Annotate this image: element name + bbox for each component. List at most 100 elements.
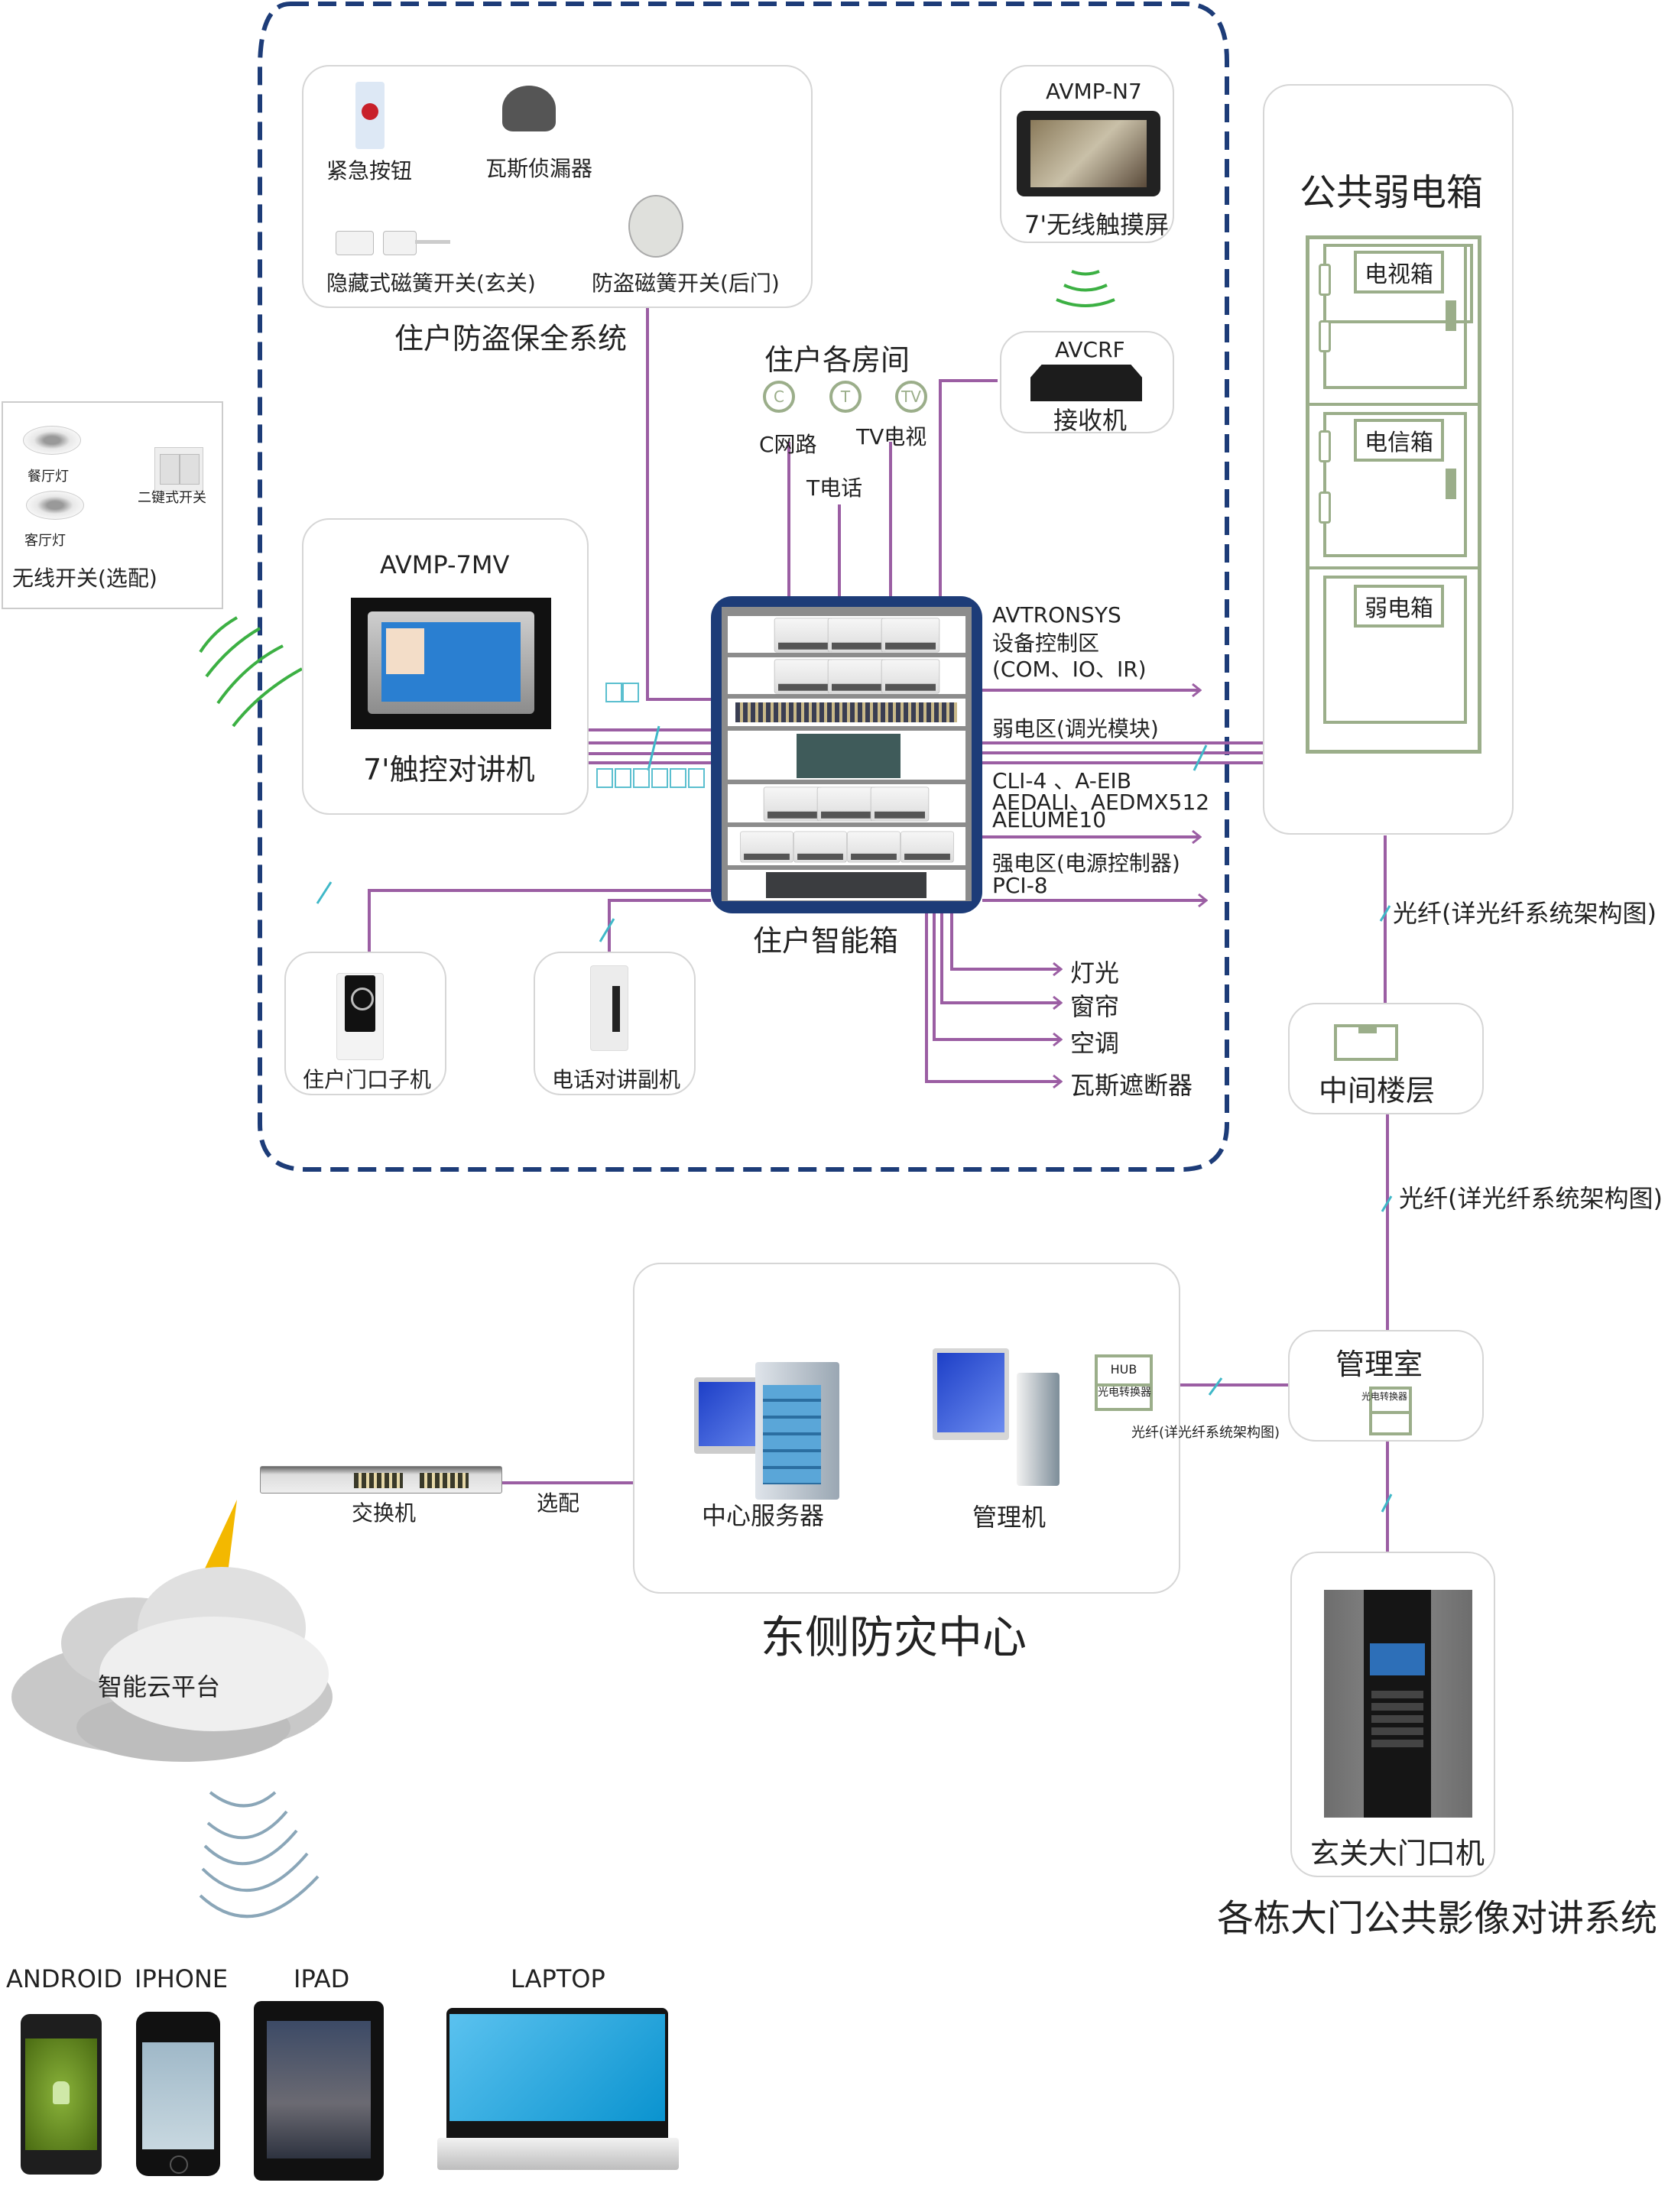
receiver-device-icon xyxy=(1030,365,1142,401)
disaster-center-title: 东侧防灾中心 xyxy=(761,1611,1027,1663)
receiver-card: AVCRF 接收机 xyxy=(1000,331,1174,435)
connector-box xyxy=(622,683,639,702)
control-module-shelf xyxy=(728,657,965,694)
touchscreen-label: 7'无线触摸屏 xyxy=(1024,210,1170,239)
hub-converter-label: 光电转换器 xyxy=(1098,1387,1151,1399)
power-controller-shelf xyxy=(728,870,965,900)
smart-box-label: 住户智能箱 xyxy=(753,924,899,958)
cloud-platform-label: 智能云平台 xyxy=(98,1672,221,1701)
dimmer-shelf xyxy=(728,731,965,780)
switch-optional-label: 选配 xyxy=(537,1490,580,1516)
two-gang-switch-label: 二键式开关 xyxy=(138,490,206,506)
telecom-cabinet-label: 电信箱 xyxy=(1354,419,1444,462)
device-label-ipad: IPAD xyxy=(294,1964,350,1993)
dining-light-icon xyxy=(23,426,81,455)
public-weak-current-box-card: 公共弱电箱 电视箱 电信箱 弱电箱 xyxy=(1263,84,1514,835)
tv-jack-icon: TV xyxy=(895,381,927,413)
gas-detector-icon xyxy=(502,86,556,131)
network-jack-icon: C xyxy=(763,381,795,413)
circuit-board-icon xyxy=(1334,1024,1398,1061)
rooms-title: 住户各房间 xyxy=(764,343,910,377)
fiber-label-lower: 光纤(详光纤系统架构图) xyxy=(1399,1184,1663,1213)
android-phone-icon xyxy=(21,2014,102,2175)
switch-label: 交换机 xyxy=(352,1500,417,1526)
control-zone-name: 设备控制区 xyxy=(992,631,1100,656)
hidden-reed-switch-icon xyxy=(336,231,450,255)
output-curtain: 窗帘 xyxy=(1070,992,1120,1021)
control-zone-brand: AVTRONSYS xyxy=(992,602,1121,628)
control-module-shelf xyxy=(728,827,965,865)
wireless-switch-title: 无线开关(选配) xyxy=(12,566,157,591)
network-line-label: C网路 xyxy=(759,432,817,457)
weak-zone-models-1: CLI-4 、A-EIB xyxy=(992,768,1132,793)
management-converter-box: 光电转换器 xyxy=(1361,1387,1412,1435)
laptop-icon xyxy=(437,2008,679,2180)
smart-box-rack xyxy=(711,596,982,913)
phone-extension-card: 电话对讲副机 xyxy=(534,952,696,1095)
entrance-unit-label: 玄关大门口机 xyxy=(1310,1837,1485,1870)
hidden-reed-switch-label: 隐藏式磁簧开关(玄关) xyxy=(326,271,536,296)
middle-floor-card: 中间楼层 xyxy=(1288,1003,1484,1114)
management-room-card: 管理室 光电转换器 xyxy=(1288,1330,1484,1442)
management-converter-label: 光电转换器 xyxy=(1361,1391,1407,1402)
anti-theft-reed-switch-label: 防盗磁簧开关(后门) xyxy=(592,271,780,296)
gas-detector-label: 瓦斯侦漏器 xyxy=(485,156,593,181)
touchscreen-model: AVMP-N7 xyxy=(1046,79,1142,104)
server-icon xyxy=(694,1362,862,1507)
control-zone-ports: (COM、IO、IR) xyxy=(992,657,1147,682)
iphone-icon xyxy=(136,2012,220,2176)
device-label-android: ANDROID xyxy=(6,1964,122,1993)
intercom-model: AVMP-7MV xyxy=(380,550,510,579)
entrance-unit-card: 玄关大门口机 xyxy=(1290,1552,1495,1877)
touchscreen-icon xyxy=(1017,111,1160,196)
manager-pc-label: 管理机 xyxy=(972,1503,1047,1532)
receiver-label: 接收机 xyxy=(1053,406,1128,435)
door-unit-card: 住户门口子机 xyxy=(284,952,446,1095)
cloud-icon xyxy=(11,1567,333,1762)
entrance-panel-icon xyxy=(1324,1590,1472,1818)
anti-theft-reed-switch-icon xyxy=(628,195,683,258)
middle-floor-label: 中间楼层 xyxy=(1319,1074,1436,1108)
disaster-center-fiber-note: 光纤(详光纤系统架构图) xyxy=(1131,1425,1280,1441)
emergency-button-label: 紧急按钮 xyxy=(326,158,413,183)
receiver-model: AVCRF xyxy=(1055,337,1125,362)
server-label: 中心服务器 xyxy=(702,1501,825,1530)
weak-zone-models-3: AELUME10 xyxy=(992,807,1107,832)
door-unit-icon xyxy=(336,973,384,1060)
entrance-system-title: 各栋大门公共影像对讲系统 xyxy=(1217,1897,1658,1940)
tv-line-label: TV电视 xyxy=(856,424,927,449)
hub-label: HUB xyxy=(1110,1362,1137,1377)
phone-extension-icon xyxy=(590,965,628,1051)
wireless-touchscreen-card: AVMP-N7 7'无线触摸屏 xyxy=(1000,65,1174,243)
lightning-icon xyxy=(187,1500,252,1662)
two-gang-switch-icon xyxy=(154,447,203,491)
device-label-iphone: IPHONE xyxy=(135,1964,229,1993)
emergency-button-icon xyxy=(355,82,385,149)
strong-zone-model: PCI-8 xyxy=(992,873,1048,898)
weak-current-cabinet-label: 弱电箱 xyxy=(1354,585,1444,628)
strong-zone-label: 强电区(电源控制器) xyxy=(992,851,1180,876)
intercom-label: 7'触控对讲机 xyxy=(363,753,535,787)
output-lighting: 灯光 xyxy=(1070,958,1120,988)
phone-extension-label: 电话对讲副机 xyxy=(552,1067,681,1092)
public-box-title: 公共弱电箱 xyxy=(1300,171,1484,214)
control-module-shelf xyxy=(728,784,965,822)
management-room-label: 管理室 xyxy=(1335,1348,1423,1381)
output-gas-shutoff: 瓦斯遮断器 xyxy=(1070,1071,1193,1100)
touch-intercom-card: AVMP-7MV 7'触控对讲机 xyxy=(302,518,589,815)
dining-light-label: 餐厅灯 xyxy=(28,469,69,485)
disaster-center-card: 中心服务器 管理机 HUB 光电转换器 光纤(详光纤系统架构图) xyxy=(633,1263,1280,1594)
hub-converter-box: HUB 光电转换器 xyxy=(1095,1354,1153,1411)
living-light-label: 客厅灯 xyxy=(24,533,66,549)
control-module-shelf xyxy=(728,616,965,653)
security-system-title: 住户防盗保全系统 xyxy=(394,322,628,355)
cabinet-frame: 电视箱 电信箱 弱电箱 xyxy=(1306,235,1481,754)
wireless-switch-panel: 餐厅灯 客厅灯 二键式开关 无线开关(选配) xyxy=(2,401,223,609)
phone-line-label: T电话 xyxy=(806,475,863,501)
network-switch-icon xyxy=(260,1466,502,1494)
fiber-label-upper: 光纤(详光纤系统架构图) xyxy=(1393,899,1657,928)
intercom-screen-icon xyxy=(351,598,551,729)
phone-jack-icon: T xyxy=(829,381,862,413)
device-label-laptop: LAPTOP xyxy=(511,1964,605,1993)
living-light-icon xyxy=(26,491,84,520)
